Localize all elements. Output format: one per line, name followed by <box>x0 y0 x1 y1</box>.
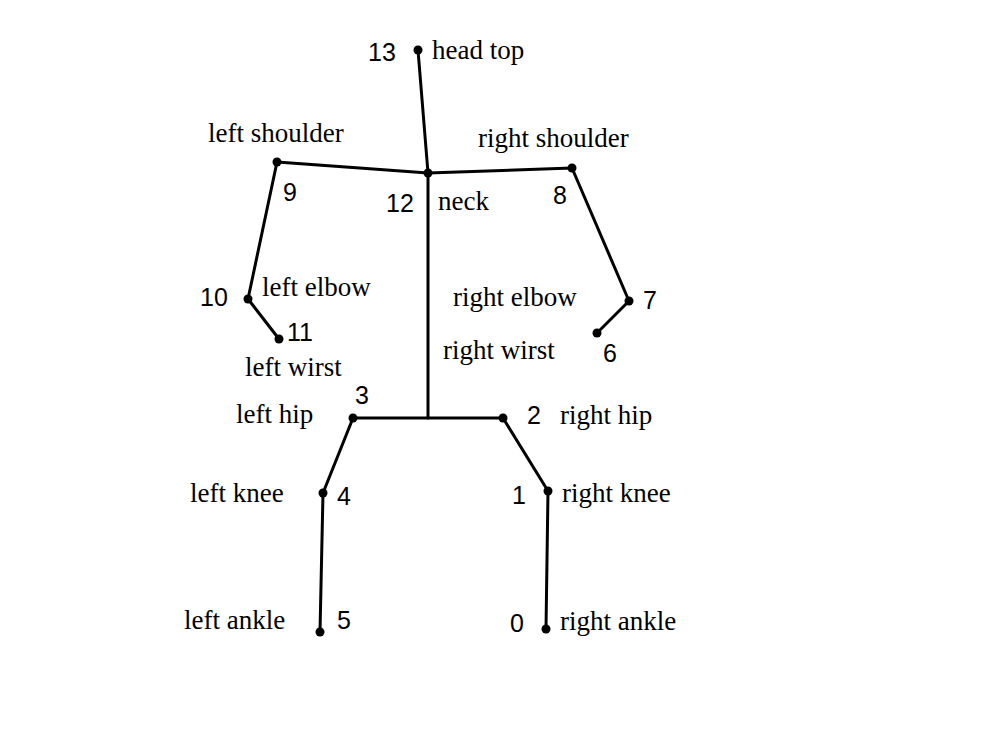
callout-number: 3 <box>355 383 369 408</box>
keypoint-dot <box>316 628 325 637</box>
keypoint-dot <box>499 414 508 423</box>
keypoint-dot <box>568 164 577 173</box>
keypoint-dot <box>414 46 423 55</box>
keypoint-dot <box>542 625 551 634</box>
keypoint-label: neck <box>438 188 489 215</box>
keypoint-dot <box>275 335 284 344</box>
callout-number: 9 <box>283 180 297 205</box>
keypoint-label: head top <box>432 37 524 64</box>
keypoint-label: right wirst <box>443 337 555 364</box>
keypoint-dot <box>593 329 602 338</box>
keypoint-dot <box>319 489 328 498</box>
keypoint-label: right hip <box>560 402 652 429</box>
keypoint-label: left wirst <box>245 354 342 381</box>
keypoint-label: right knee <box>562 480 671 507</box>
callout-number: 13 <box>368 40 396 65</box>
callout-number: 8 <box>553 183 567 208</box>
callout-number: 2 <box>527 403 541 428</box>
bone-line <box>320 418 548 632</box>
bone-line <box>427 173 430 418</box>
bone-line <box>248 162 629 339</box>
keypoint-label: left ankle <box>184 607 285 634</box>
keypoint-dot <box>625 297 634 306</box>
keypoint-dot <box>424 169 433 178</box>
callout-number: 11 <box>287 320 313 345</box>
bone-line <box>418 50 428 173</box>
keypoint-dot <box>244 295 253 304</box>
keypoint-label: right elbow <box>453 284 577 311</box>
keypoint-label: left elbow <box>262 274 371 301</box>
callout-number: 10 <box>200 285 228 310</box>
keypoint-label: right shoulder <box>478 125 629 152</box>
callout-number: 0 <box>510 611 524 636</box>
keypoint-label: left knee <box>190 480 284 507</box>
keypoint-label: left hip <box>236 401 313 428</box>
keypoint-label: left shoulder <box>208 120 344 147</box>
keypoint-dot <box>544 487 553 496</box>
keypoint-dot <box>349 414 358 423</box>
callout-number: 7 <box>643 288 657 313</box>
callout-number: 5 <box>337 608 351 633</box>
keypoint-label: right ankle <box>560 608 676 635</box>
callout-number: 6 <box>603 341 617 366</box>
callout-number: 12 <box>386 191 414 216</box>
keypoint-dot <box>273 158 282 167</box>
callout-number: 4 <box>337 484 351 509</box>
callout-number: 1 <box>512 483 526 508</box>
